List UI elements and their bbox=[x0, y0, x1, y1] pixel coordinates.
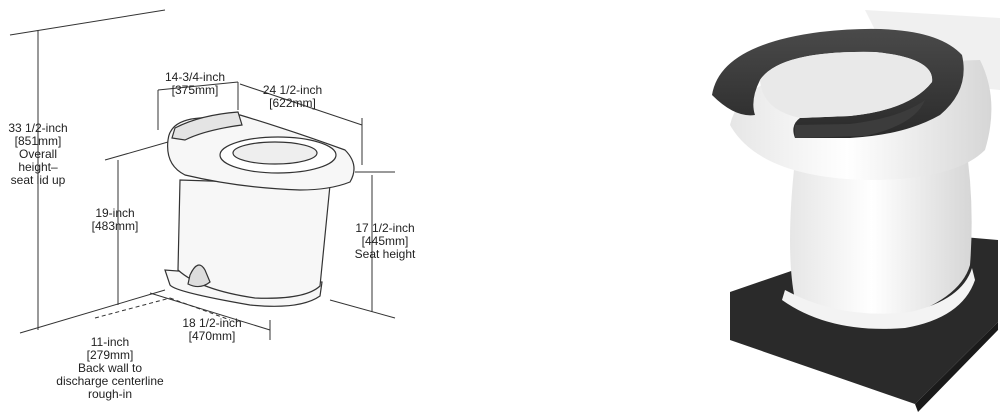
top-width-line bbox=[157, 81, 239, 91]
seat-height-label: 17 1/2-inch [445mm] Seat height bbox=[354, 221, 416, 261]
base-length-line bbox=[149, 292, 271, 331]
toilet-product-photo bbox=[712, 10, 1000, 412]
dimension-drawing bbox=[9, 9, 396, 340]
toilet-line-drawing bbox=[164, 111, 355, 307]
top-width-label: 14-3/4-inch [375mm] bbox=[164, 70, 226, 97]
seat bbox=[712, 28, 964, 138]
depth-label: 24 1/2-inch [622mm] bbox=[262, 83, 323, 110]
pedestal bbox=[790, 140, 972, 323]
wall-top-line bbox=[9, 9, 166, 36]
overall-height-label: 33 1/2-inch [851mm] Overall height– seat… bbox=[8, 121, 68, 187]
base-length-label: 18 1/2-inch [470mm] bbox=[182, 316, 242, 343]
bowl-height-label: 19-inch [483mm] bbox=[91, 206, 139, 233]
rough-in-line bbox=[94, 297, 171, 319]
depth-line bbox=[239, 83, 363, 126]
rough-in-label: 11-inch [279mm] Back wall to discharge c… bbox=[56, 335, 164, 401]
floor-line bbox=[19, 289, 166, 334]
